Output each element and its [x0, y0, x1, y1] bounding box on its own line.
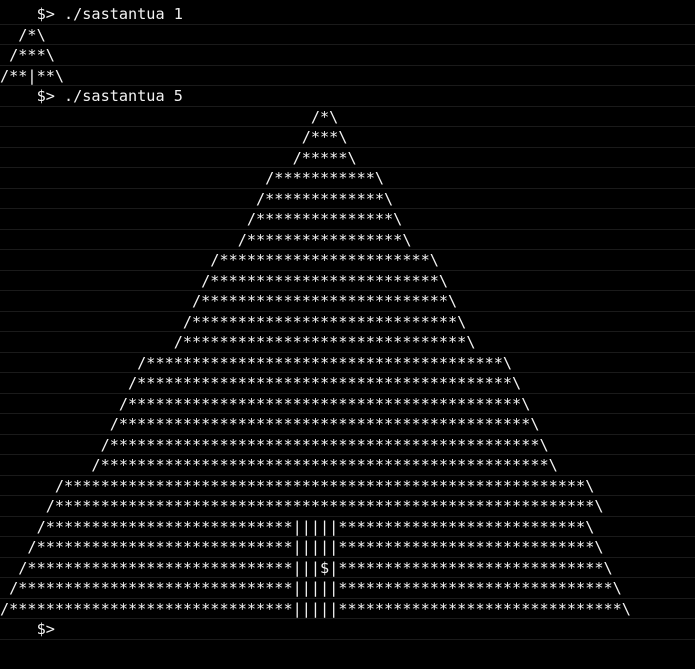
- terminal-input-prompt[interactable]: $>: [0, 619, 695, 640]
- pyramid-line: /*******************************\: [0, 332, 695, 353]
- pyramid-line: /***************************************…: [0, 394, 695, 414]
- pyramid-line: /*************\: [0, 189, 695, 209]
- pyramid-line: /***************************************…: [0, 496, 695, 517]
- pyramid-line: /*\: [0, 107, 695, 127]
- pyramid-line: /*****\: [0, 148, 695, 168]
- pyramid-line: /***************************************…: [0, 455, 695, 476]
- pyramid-line: /*************************\: [0, 271, 695, 291]
- pyramid-line: /*\: [0, 25, 695, 45]
- terminal-prompt-line: $> ./sastantua 5: [0, 86, 695, 107]
- pyramid-line: /*****************************\: [0, 312, 695, 332]
- pyramid-line: /***********************\: [0, 250, 695, 271]
- pyramid-line: /***\: [0, 127, 695, 148]
- pyramid-line: /***************************|||||*******…: [0, 517, 695, 537]
- pyramid-line: /******************************|||||****…: [0, 578, 695, 599]
- pyramid-line: /***************************************…: [0, 476, 695, 496]
- pyramid-line: /****************************|||||******…: [0, 537, 695, 558]
- pyramid-line: /***************************************…: [0, 414, 695, 435]
- pyramid-line: /***************************************…: [0, 435, 695, 455]
- pyramid-line: /*******************************|||||***…: [0, 599, 695, 619]
- pyramid-line: /***\: [0, 45, 695, 66]
- terminal-prompt-line: $> ./sastantua 1: [0, 4, 695, 25]
- terminal-window[interactable]: $> ./sastantua 1 /*\ /***\ /**|**\ $> ./…: [0, 4, 695, 640]
- pyramid-line: /*****************\: [0, 230, 695, 250]
- pyramid-line: /***************************\: [0, 291, 695, 312]
- pyramid-line: /***************************************…: [0, 353, 695, 373]
- pyramid-line: /***************\: [0, 209, 695, 230]
- pyramid-line: /**|**\: [0, 66, 695, 86]
- pyramid-line: /***************************************…: [0, 373, 695, 394]
- pyramid-line: /***********\: [0, 168, 695, 189]
- pyramid-line: /*****************************|||$|*****…: [0, 558, 695, 578]
